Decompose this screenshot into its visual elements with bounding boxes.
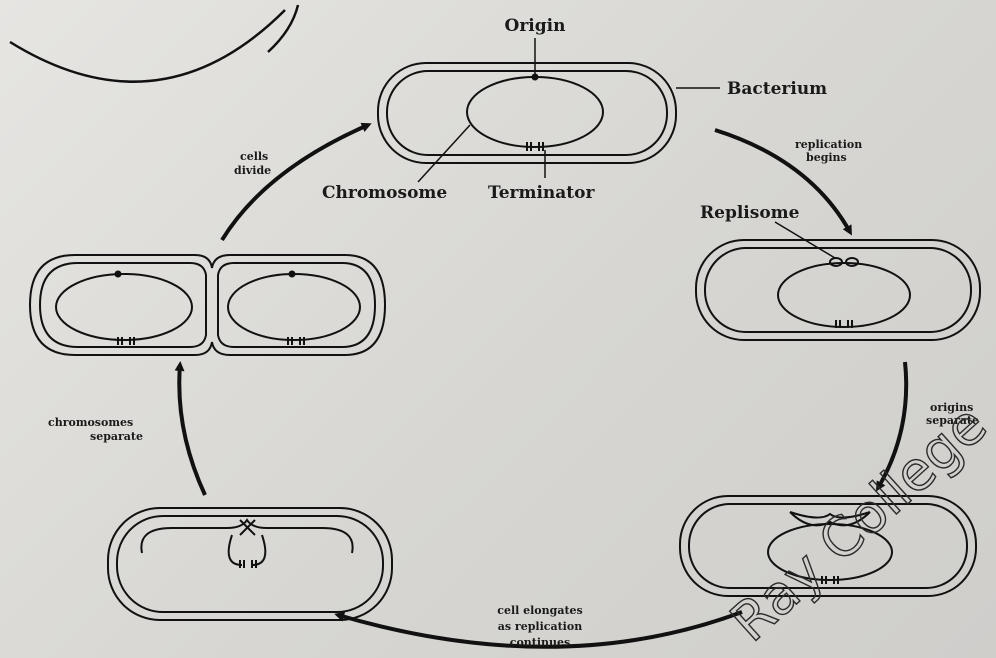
cell-replication-begun [696, 222, 980, 340]
step-cell-elongates-line3: continues [510, 636, 570, 649]
label-chromosome: Chromosome [322, 183, 447, 203]
label-bacterium: Bacterium [727, 79, 827, 99]
terminator-marker [288, 337, 304, 345]
step-cells-divide-line1: cells [240, 150, 268, 163]
chromosome-pointer [418, 125, 470, 182]
cell-dividing [30, 255, 385, 355]
replisome-right [846, 258, 858, 266]
replisome-left [830, 258, 842, 266]
arrow-chromosomes-separate [179, 365, 205, 495]
label-replisome: Replisome [700, 203, 800, 223]
step-replication-begins-line1: replication [795, 138, 862, 151]
terminator-marker [118, 337, 134, 345]
decorative-arcs [10, 5, 298, 82]
step-cells-divide-line2: divide [234, 164, 271, 177]
step-chromosomes-separate-line2: separate [90, 430, 143, 443]
step-replication-begins-line2: begins [806, 151, 847, 164]
origin-marker [533, 75, 538, 80]
label-terminator: Terminator [488, 183, 595, 203]
label-origin: Origin [505, 16, 566, 36]
step-cell-elongates-line2: as replication [498, 620, 582, 633]
step-cell-elongates-line1: cell elongates [497, 604, 583, 617]
step-chromosomes-separate-line1: chromosomes [48, 416, 133, 429]
cell-initial [378, 38, 720, 182]
cell-elongated [108, 508, 392, 620]
watermark: Ray College [719, 393, 996, 654]
